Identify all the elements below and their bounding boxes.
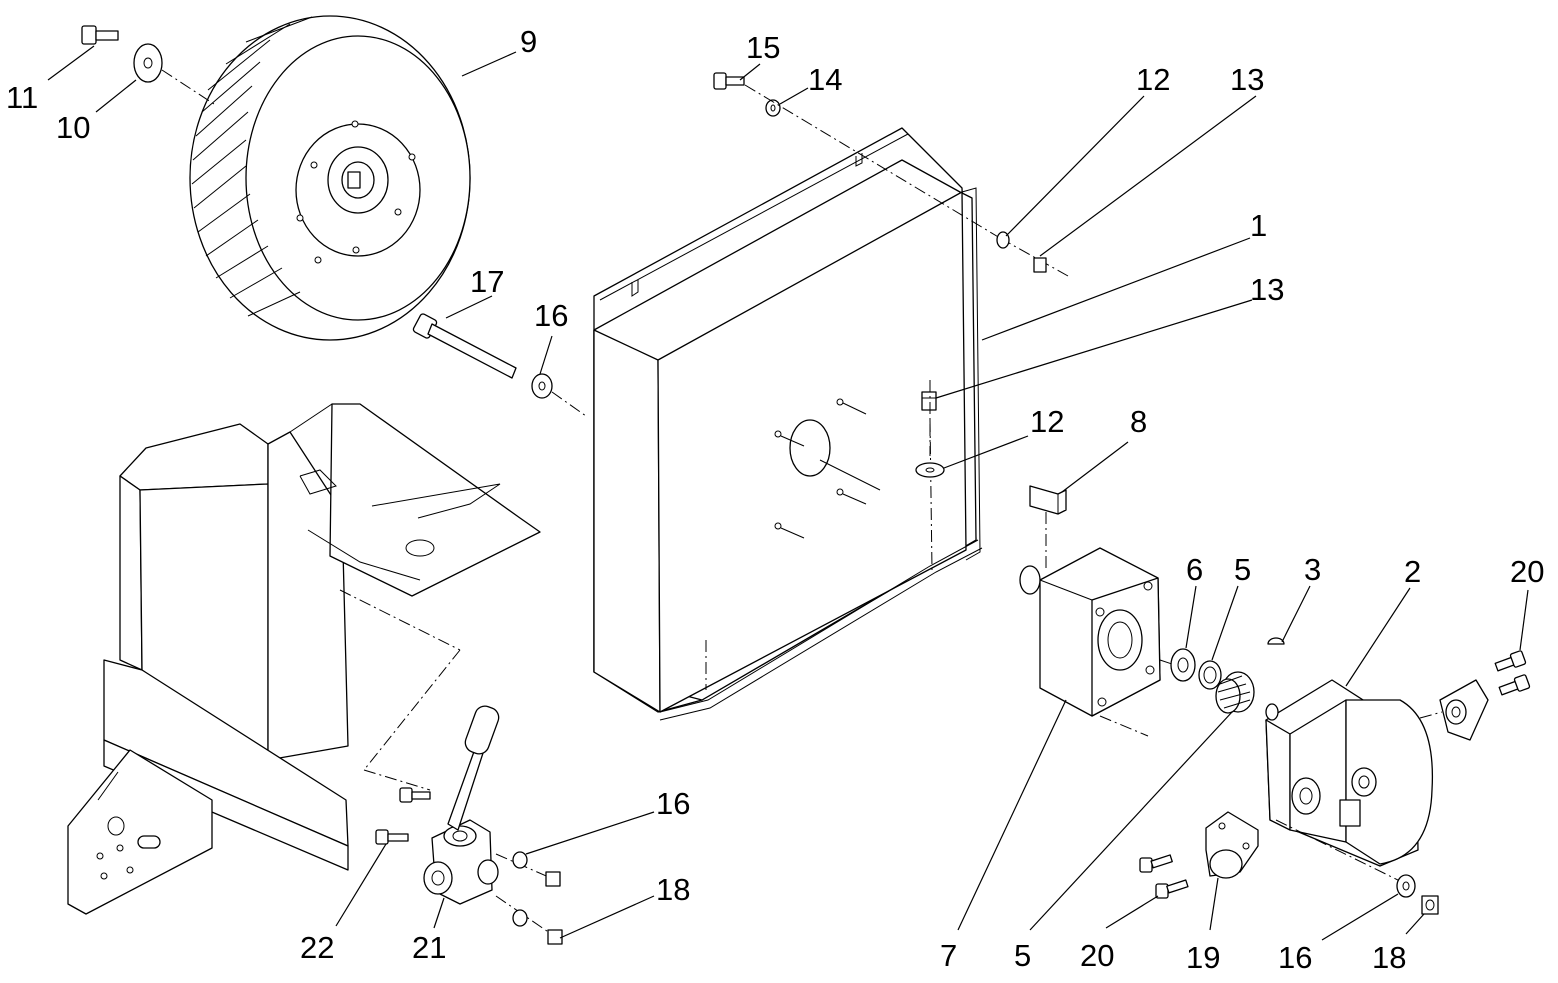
- bolt-20-upper-b: [1498, 674, 1531, 696]
- bolt-22: [375, 829, 409, 845]
- callout-15: 15: [746, 30, 780, 65]
- callout-21: 21: [412, 930, 446, 965]
- washer-16-lower: [1396, 874, 1416, 898]
- nut-13-upper: [1033, 257, 1047, 273]
- key-8: [1029, 485, 1067, 515]
- valve-21: [423, 705, 500, 905]
- washer-10: [133, 43, 163, 83]
- callout-10: 10: [56, 110, 90, 145]
- bolt-22-upper: [399, 787, 431, 803]
- callout-12: 12: [1030, 404, 1064, 439]
- pump-bracket-7: [1019, 547, 1161, 717]
- callout-12: 12: [1136, 62, 1170, 97]
- callout-18: 18: [656, 872, 690, 907]
- callout-17: 17: [470, 264, 504, 299]
- washer-16-left: [512, 851, 528, 869]
- callout-20: 20: [1080, 938, 1114, 973]
- nut-13-lower: [921, 391, 937, 411]
- callout-20: 20: [1510, 554, 1544, 589]
- washer-12-lower: [915, 462, 945, 478]
- fan-wheel: [189, 15, 471, 341]
- washer-14: [765, 99, 781, 117]
- callout-18: 18: [1372, 940, 1406, 975]
- hydraulic-pump-2: [1265, 679, 1434, 867]
- bolt-20-upper: [1494, 650, 1527, 672]
- coupling-gear-5: [1215, 671, 1255, 714]
- nut-18-lower: [1421, 895, 1439, 915]
- nut-18-upper-left: [545, 871, 561, 887]
- bolt-17: [412, 313, 517, 379]
- nut-6: [1170, 648, 1196, 682]
- bolt-20-lower-b: [1155, 879, 1189, 899]
- machine-frame: [67, 403, 541, 915]
- callout-7: 7: [940, 938, 957, 973]
- callout-3: 3: [1304, 552, 1321, 587]
- callout-5: 5: [1234, 552, 1251, 587]
- callout-16: 16: [534, 298, 568, 333]
- callout-13: 13: [1250, 272, 1284, 307]
- callout-1: 1: [1250, 208, 1267, 243]
- bolt-20-lower-a: [1139, 854, 1173, 873]
- cover-plate: [593, 127, 983, 721]
- callout-16: 16: [1278, 940, 1312, 975]
- washer-16-upper: [531, 373, 553, 399]
- callout-16: 16: [656, 786, 690, 821]
- ring-5: [1198, 660, 1222, 690]
- key-3: [1267, 637, 1285, 645]
- callout-11: 11: [6, 80, 38, 115]
- screw-15: [713, 72, 745, 90]
- callout-2: 2: [1404, 554, 1421, 589]
- callout-9: 9: [520, 24, 537, 59]
- bolt-11: [81, 25, 119, 45]
- callout-13: 13: [1230, 62, 1264, 97]
- callout-5: 5: [1014, 938, 1031, 973]
- callout-14: 14: [808, 62, 842, 97]
- flange-19-upper: [1439, 679, 1489, 741]
- washer-16-left-lower: [512, 909, 528, 927]
- callout-22: 22: [300, 930, 334, 965]
- callout-6: 6: [1186, 552, 1203, 587]
- nut-18-left: [547, 929, 563, 945]
- flange-19: [1205, 811, 1259, 879]
- leader-lines: [47, 45, 1529, 941]
- callout-19: 19: [1186, 940, 1220, 975]
- callout-8: 8: [1130, 404, 1147, 439]
- callouts: 9 11 10 15 14 12 13 1 13 17 16 12 8 6 5 …: [6, 24, 1544, 975]
